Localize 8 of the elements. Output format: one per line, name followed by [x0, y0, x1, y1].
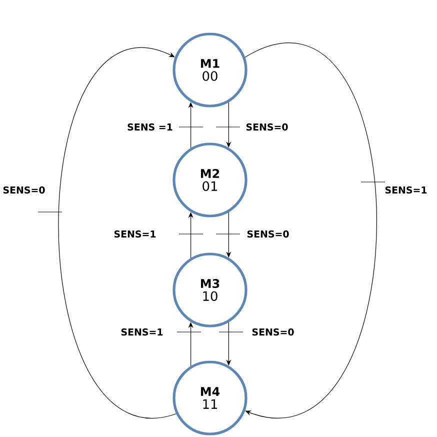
edge-label: SENS=0 — [2, 185, 46, 195]
edge-label: SENS=1 — [120, 327, 164, 337]
edge-label: SENS=1 — [384, 185, 428, 195]
edge-label: SENS=1 — [112, 229, 158, 239]
edge-label: SENS =1 — [126, 122, 174, 132]
edge-label: SENS=0 — [246, 229, 290, 239]
edge-label: SENS=0 — [250, 327, 296, 337]
edge-label: SENS=0 — [244, 122, 290, 132]
